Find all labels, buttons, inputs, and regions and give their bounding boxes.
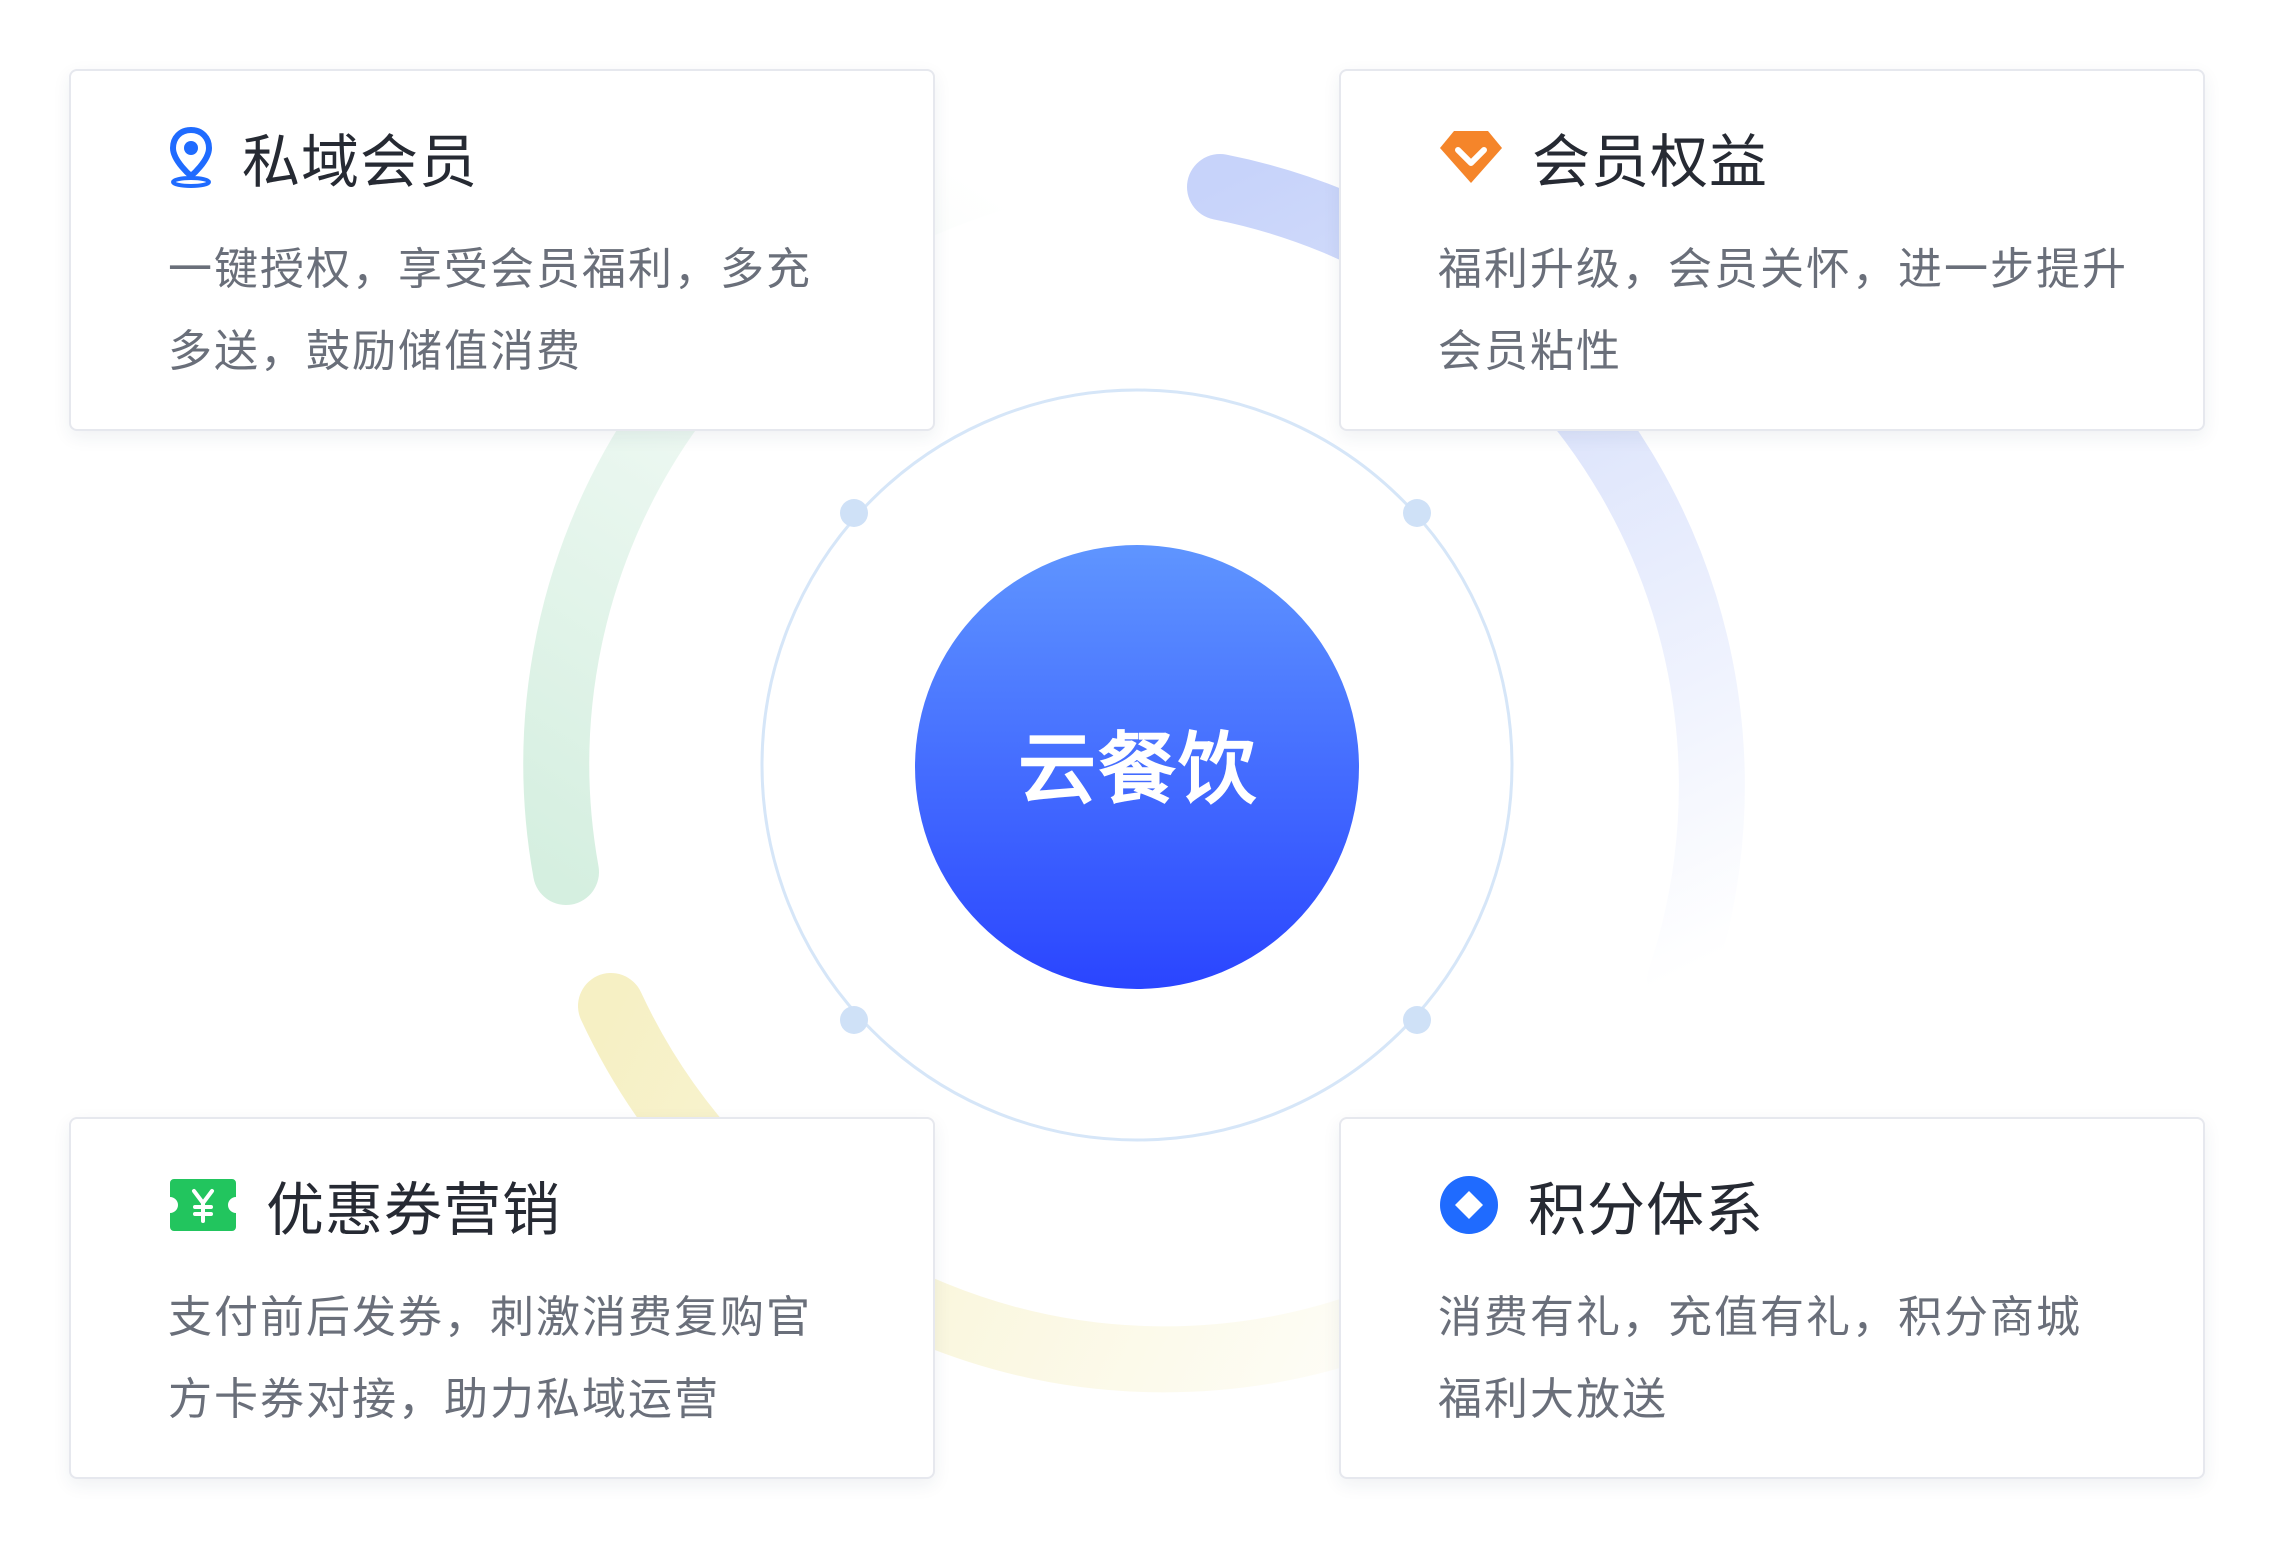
location-pin-icon: [168, 126, 214, 188]
card-private-member: 私域会员 一键授权，享受会员福利，多充 多送，鼓励储值消费: [69, 69, 935, 431]
card-description: 消费有礼，充值有礼，积分商城 福利大放送: [1438, 1277, 2138, 1441]
card-description-line: 方卡券对接，助力私域运营: [168, 1374, 720, 1425]
card-description-line: 福利大放送: [1438, 1374, 1668, 1425]
card-coupon-marketing: 优惠券营销 支付前后发券，刺激消费复购官 方卡券对接，助力私域运营: [69, 1117, 935, 1479]
card-title: 会员权益: [1532, 128, 1769, 196]
card-title: 优惠券营销: [266, 1176, 562, 1244]
card-title: 积分体系: [1528, 1176, 1765, 1244]
center-label: 云餐饮: [1017, 725, 1258, 815]
card-member-benefits: 会员权益 福利升级，会员关怀，进一步提升 会员粘性: [1339, 69, 2205, 431]
ring-dot: [840, 1006, 868, 1034]
card-description: 支付前后发券，刺激消费复购官 方卡券对接，助力私域运营: [168, 1277, 868, 1441]
card-description-line: 支付前后发券，刺激消费复购官: [168, 1292, 812, 1343]
ring-dot: [1403, 499, 1431, 527]
card-description-line: 福利升级，会员关怀，进一步提升: [1438, 244, 2128, 295]
card-title: 私域会员: [242, 128, 479, 196]
card-description-line: 多送，鼓励储值消费: [168, 326, 582, 377]
diamond-icon: [1438, 128, 1504, 186]
card-description: 福利升级，会员关怀，进一步提升 会员粘性: [1438, 229, 2138, 393]
card-points-system: 积分体系 消费有礼，充值有礼，积分商城 福利大放送: [1339, 1117, 2205, 1479]
points-icon: [1438, 1174, 1500, 1236]
ring-dot: [1403, 1006, 1431, 1034]
card-header: 积分体系: [1438, 1169, 1764, 1244]
card-description-line: 一键授权，享受会员福利，多充: [168, 244, 812, 295]
inner-ring: [760, 388, 1514, 1142]
card-description: 一键授权，享受会员福利，多充 多送，鼓励储值消费: [168, 229, 868, 393]
card-description-line: 消费有礼，充值有礼，积分商城: [1438, 1292, 2082, 1343]
card-header: 会员权益: [1438, 121, 1768, 196]
ring-dot: [840, 499, 868, 527]
coupon-icon: [168, 1177, 238, 1233]
center-circle: [915, 545, 1359, 989]
card-description-line: 会员粘性: [1438, 326, 1622, 377]
card-header: 私域会员: [168, 121, 478, 196]
card-header: 优惠券营销: [168, 1169, 561, 1244]
